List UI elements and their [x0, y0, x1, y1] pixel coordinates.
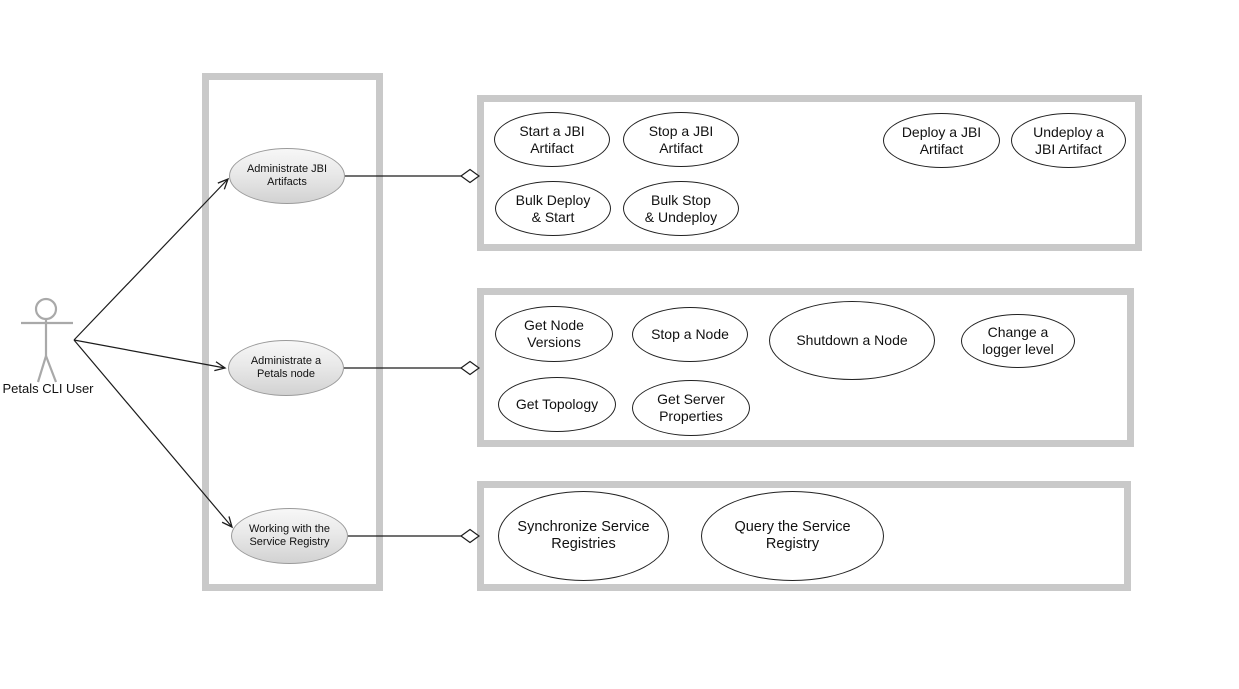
use-case-get-node-versions: Get Node Versions	[495, 306, 613, 362]
use-case-bulk-stop-undeploy: Bulk Stop & Undeploy	[623, 181, 739, 236]
use-case-start-jbi-artifact: Start a JBI Artifact	[494, 112, 610, 167]
use-case-administrate-jbi-artifacts: Administrate JBI Artifacts	[229, 148, 345, 204]
use-case-stop-jbi-artifact: Stop a JBI Artifact	[623, 112, 739, 167]
use-case-synchronize-service-registries: Synchronize Service Registries	[498, 491, 669, 581]
group-box-jbi-artifacts	[477, 95, 1142, 251]
actor-head	[34, 297, 58, 321]
use-case-change-logger-level: Change a logger level	[961, 314, 1075, 368]
use-case-bulk-deploy-start: Bulk Deploy & Start	[495, 181, 611, 236]
use-case-shutdown-a-node: Shutdown a Node	[769, 301, 935, 380]
use-case-deploy-jbi-artifact: Deploy a JBI Artifact	[883, 113, 1000, 168]
use-case-undeploy-jbi-artifact: Undeploy a JBI Artifact	[1011, 113, 1126, 168]
group-box-service-registry	[477, 481, 1131, 591]
actor-figure	[21, 297, 73, 383]
group-box-petals-node	[477, 288, 1134, 447]
use-case-get-topology: Get Topology	[498, 377, 616, 432]
use-case-working-with-service-registry: Working with the Service Registry	[231, 508, 348, 564]
actor-left-leg	[36, 355, 48, 383]
use-case-query-service-registry: Query the Service Registry	[701, 491, 884, 581]
use-case-stop-a-node: Stop a Node	[632, 307, 748, 362]
use-case-administrate-petals-node: Administrate a Petals node	[228, 340, 344, 396]
actor-label: Petals CLI User	[2, 381, 94, 396]
actor-right-leg	[44, 355, 58, 383]
use-case-get-server-properties: Get Server Properties	[632, 380, 750, 436]
